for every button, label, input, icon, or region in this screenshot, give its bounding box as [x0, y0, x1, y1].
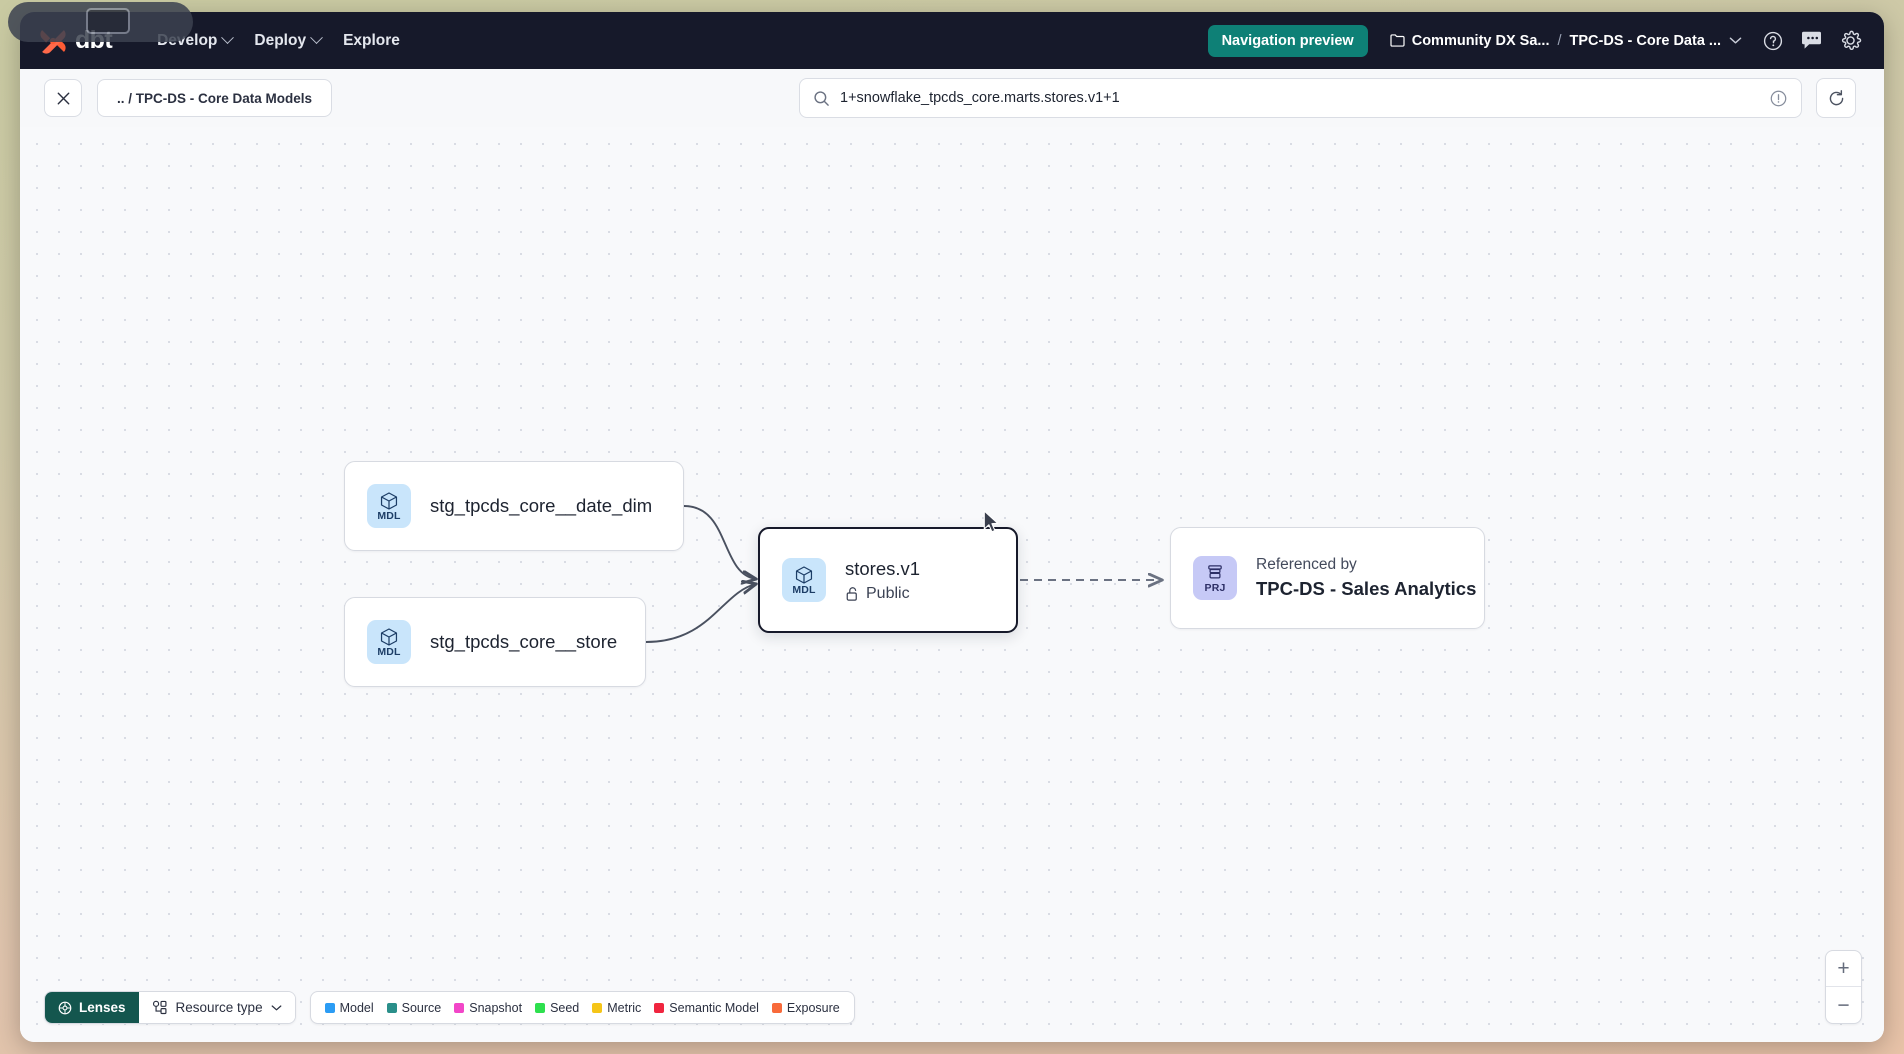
- info-icon[interactable]: [1769, 89, 1788, 108]
- nav-item-explore-label: Explore: [343, 31, 400, 49]
- node-project-name: TPC-DS - Sales Analytics: [1256, 577, 1477, 599]
- legend-item-semantic-model[interactable]: Semantic Model: [654, 1001, 759, 1015]
- breadcrumb-separator: /: [1557, 32, 1562, 49]
- node-badge-prj: PRJ: [1193, 556, 1237, 600]
- node-eyebrow: Referenced by: [1256, 556, 1357, 574]
- unlock-icon: [846, 586, 857, 601]
- node-title: stg_tpcds_core__store: [430, 631, 618, 653]
- folder-icon: [1390, 34, 1405, 47]
- lineage-node-stg-date-dim[interactable]: MDL stg_tpcds_core__date_dim: [344, 461, 684, 551]
- search-input[interactable]: [840, 90, 1759, 106]
- legend-swatch: [654, 1002, 665, 1013]
- node-access-label: Public: [866, 584, 910, 602]
- zoom-in-button[interactable]: +: [1826, 951, 1861, 987]
- refresh-icon: [1829, 89, 1843, 105]
- legend-item-snapshot[interactable]: Snapshot: [454, 1001, 522, 1015]
- legend-item-seed[interactable]: Seed: [535, 1001, 579, 1015]
- legend-swatch: [592, 1002, 603, 1013]
- legend-label: Metric: [607, 1000, 642, 1015]
- legend-item-source[interactable]: Source: [386, 1000, 442, 1015]
- lineage-canvas[interactable]: MDL stg_tpcds_core__date_dim MDL stg_tpc…: [20, 127, 1884, 1042]
- zoom-controls: + −: [1825, 950, 1862, 1024]
- legend-swatch: [324, 1002, 335, 1013]
- node-text-block: stores.v1 Public: [845, 557, 920, 602]
- node-text-block: stg_tpcds_core__date_dim: [430, 494, 652, 517]
- node-badge-label: MDL: [792, 583, 816, 596]
- breadcrumb-account[interactable]: Community DX Sa...: [1390, 33, 1550, 49]
- edge-date-dim-to-stores: [683, 505, 756, 579]
- project-icon: [1208, 565, 1222, 579]
- app-window: dbt Develop Deploy Explore Navigation pr…: [20, 12, 1884, 1042]
- close-icon: [57, 92, 69, 104]
- legend-item-exposure[interactable]: Exposure: [771, 1000, 840, 1015]
- window-dock-pill: [8, 2, 193, 42]
- node-access-row: Public: [845, 585, 920, 603]
- window-dock-thumbnail: [86, 8, 130, 34]
- lenses-button[interactable]: Lenses: [45, 992, 139, 1023]
- feedback-icon[interactable]: [1800, 30, 1823, 51]
- legend-item-model[interactable]: Model: [324, 1000, 374, 1015]
- chevron-down-icon: [310, 31, 323, 45]
- navigation-preview-badge[interactable]: Navigation preview: [1207, 24, 1368, 57]
- gear-icon[interactable]: [1839, 29, 1862, 52]
- legend-swatch: [454, 1002, 465, 1013]
- lineage-edges: [645, 505, 1884, 643]
- breadcrumb-project-label: TPC-DS - Core Data ...: [1569, 32, 1721, 49]
- breadcrumb-account-label: Community DX Sa...: [1411, 32, 1550, 49]
- legend-swatch: [771, 1002, 782, 1013]
- close-lineage-button[interactable]: [44, 79, 82, 117]
- resource-type-icon: [152, 1000, 167, 1015]
- legend-swatch: [386, 1002, 397, 1013]
- navbar-breadcrumb: Community DX Sa... / TPC-DS - Core Data …: [1390, 33, 1742, 49]
- navbar-icon-group: [1762, 29, 1862, 52]
- zoom-out-button[interactable]: −: [1837, 993, 1850, 1017]
- breadcrumb-project[interactable]: TPC-DS - Core Data ...: [1570, 33, 1721, 49]
- nav-item-deploy[interactable]: Deploy: [243, 25, 332, 57]
- legend-label: Source: [401, 1000, 442, 1015]
- resource-type-filter[interactable]: Resource type: [138, 992, 295, 1023]
- lenses-control-group: Lenses Resource type: [44, 991, 296, 1024]
- search-icon: [814, 90, 829, 106]
- legend-label: Exposure: [786, 1000, 840, 1015]
- chevron-down-icon[interactable]: [1729, 36, 1742, 45]
- node-badge-label: PRJ: [1204, 581, 1226, 594]
- chevron-down-icon: [221, 31, 235, 45]
- lineage-toolbar: .. / TPC-DS - Core Data Models: [20, 69, 1884, 127]
- lineage-node-referenced-by-project[interactable]: PRJ Referenced by TPC-DS - Sales Analyti…: [1170, 527, 1485, 629]
- resource-type-legend: Model Source Snapshot Seed Metric: [309, 991, 855, 1024]
- cube-icon: [795, 566, 813, 584]
- edge-store-to-stores: [645, 584, 756, 643]
- lineage-node-stg-store[interactable]: MDL stg_tpcds_core__store: [344, 597, 646, 687]
- breadcrumb-chip[interactable]: .. / TPC-DS - Core Data Models: [97, 79, 333, 117]
- legend-label: Seed: [550, 1000, 580, 1015]
- node-badge-mdl: MDL: [367, 620, 411, 664]
- legend-label: Semantic Model: [669, 1000, 759, 1015]
- nav-item-explore[interactable]: Explore: [332, 25, 411, 57]
- lineage-search-field[interactable]: [799, 78, 1802, 118]
- canvas-bottom-bar: Lenses Resource type: [44, 991, 855, 1024]
- lenses-icon: [58, 1001, 72, 1014]
- legend-label: Model: [339, 1000, 374, 1015]
- lenses-label: Lenses: [79, 1000, 126, 1015]
- help-icon[interactable]: [1762, 30, 1784, 52]
- node-badge-mdl: MDL: [367, 484, 411, 528]
- chevron-down-icon: [271, 1004, 282, 1010]
- node-badge-mdl: MDL: [782, 558, 826, 602]
- legend-item-metric[interactable]: Metric: [592, 1001, 641, 1015]
- legend-swatch: [535, 1002, 546, 1013]
- cube-icon: [380, 628, 398, 646]
- resource-type-label: Resource type: [175, 1000, 263, 1015]
- node-text-block: stg_tpcds_core__store: [430, 630, 617, 653]
- nav-item-deploy-label: Deploy: [254, 31, 307, 49]
- node-title: stores.v1: [845, 558, 921, 580]
- node-badge-label: MDL: [377, 645, 401, 658]
- lineage-node-stores-v1[interactable]: MDL stores.v1 Public: [758, 527, 1018, 633]
- legend-label: Snapshot: [469, 1000, 523, 1015]
- top-navbar: dbt Develop Deploy Explore Navigation pr…: [20, 12, 1884, 69]
- refresh-button[interactable]: [1816, 78, 1856, 118]
- node-text-block: Referenced by TPC-DS - Sales Analytics: [1256, 555, 1477, 600]
- node-title: stg_tpcds_core__date_dim: [430, 495, 653, 517]
- cube-icon: [380, 492, 398, 510]
- node-badge-label: MDL: [377, 509, 401, 522]
